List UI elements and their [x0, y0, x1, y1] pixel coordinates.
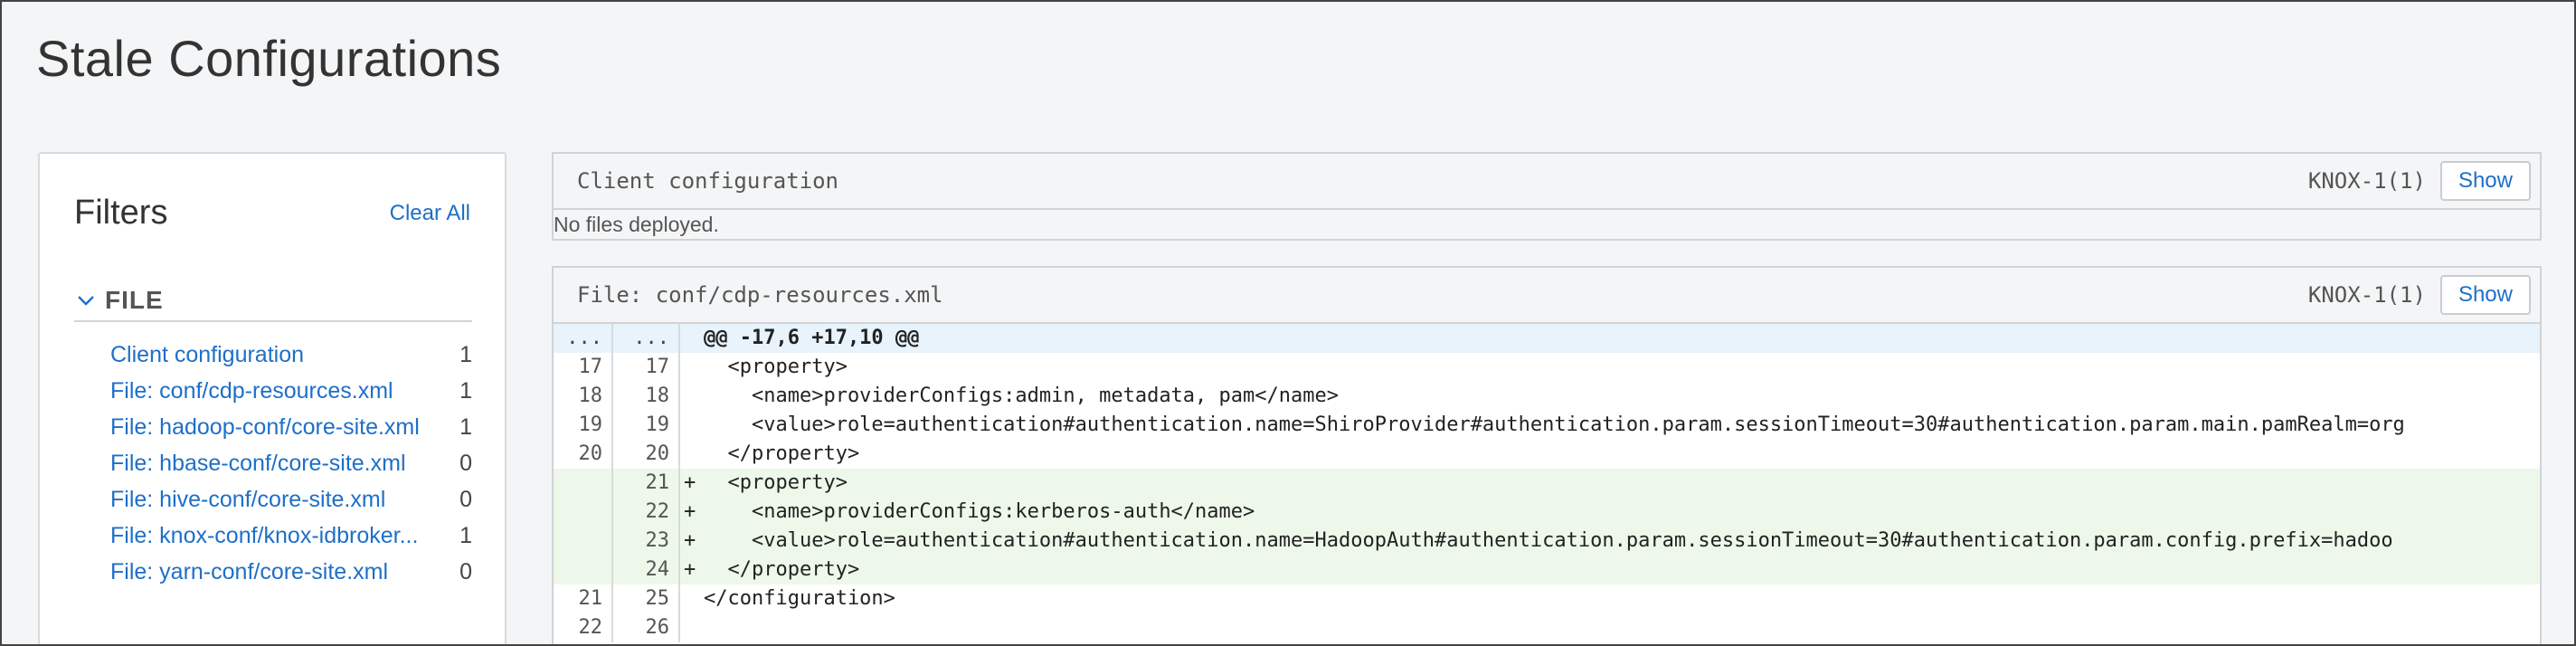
filter-item-hadoop-core-site: File: hadoop-conf/core-site.xml 1	[110, 409, 472, 445]
diff-context-line: 20 20 </property>	[554, 440, 2540, 469]
filter-item-client-configuration: Client configuration 1	[110, 337, 472, 373]
diff-marker	[680, 613, 704, 642]
section-title: Client configuration	[577, 168, 838, 194]
clear-all-link[interactable]: Clear All	[389, 201, 470, 225]
filter-link[interactable]: File: hbase-conf/core-site.xml	[110, 451, 406, 476]
new-line-number: 21	[611, 469, 680, 498]
filter-link[interactable]: File: hive-conf/core-site.xml	[110, 487, 386, 512]
diff-marker	[680, 584, 704, 613]
diff-marker	[680, 411, 704, 440]
diff-code: <name>providerConfigs:admin, metadata, p…	[704, 385, 1339, 407]
old-line-number	[554, 498, 611, 527]
filter-count: 0	[459, 487, 472, 512]
old-line-number: 18	[578, 385, 603, 407]
filter-count: 0	[459, 559, 472, 584]
show-button[interactable]: Show	[2439, 161, 2531, 201]
new-line-number: 22	[611, 498, 680, 527]
old-line-number: ...	[566, 327, 602, 349]
diff-code: </property>	[704, 558, 860, 581]
diff-added-line: 22+ <name>providerConfigs:kerberos-auth<…	[554, 498, 2540, 527]
file-group-label: FILE	[105, 286, 164, 314]
diff-code: </configuration>	[704, 587, 895, 610]
old-line-number: 21	[578, 587, 603, 610]
filter-link[interactable]: File: yarn-conf/core-site.xml	[110, 559, 389, 584]
file-filter-list: Client configuration 1 File: conf/cdp-re…	[74, 337, 472, 590]
filter-item-hive-core-site: File: hive-conf/core-site.xml 0	[110, 481, 472, 518]
old-line-number	[554, 527, 611, 556]
role-label: KNOX-1(1)	[2307, 168, 2426, 194]
diff-context-line: 17 17 <property>	[554, 353, 2540, 382]
file-group-toggle[interactable]: FILE	[74, 280, 472, 322]
chevron-down-icon	[78, 296, 94, 306]
diff-added-line: 24+ </property>	[554, 556, 2540, 584]
diff-code: <property>	[704, 356, 848, 378]
diff-marker: +	[684, 529, 696, 552]
filter-link[interactable]: File: hadoop-conf/core-site.xml	[110, 414, 420, 440]
filter-link[interactable]: Client configuration	[110, 342, 305, 367]
new-line-number: 17	[611, 353, 680, 382]
diff-context-line: 22 26	[554, 613, 2540, 642]
section-title: File: conf/cdp-resources.xml	[577, 282, 943, 308]
diff-code: <name>providerConfigs:kerberos-auth</nam…	[704, 500, 1255, 523]
diff-code: <property>	[704, 471, 848, 494]
no-files-message: No files deployed.	[554, 210, 2540, 239]
filter-item-hbase-core-site: File: hbase-conf/core-site.xml 0	[110, 445, 472, 481]
diff-code: </property>	[704, 442, 860, 465]
old-line-number: 20	[578, 442, 603, 465]
diff-marker	[680, 382, 704, 411]
diff-added-line: 23+ <value>role=authentication#authentic…	[554, 527, 2540, 556]
diff-code: <value>role=authentication#authenticatio…	[704, 413, 2405, 436]
filter-item-cdp-resources: File: conf/cdp-resources.xml 1	[110, 373, 472, 409]
diff-marker	[680, 353, 704, 382]
diff-added-line: 21+ <property>	[554, 469, 2540, 498]
filter-count: 1	[459, 378, 472, 404]
new-line-number: 26	[611, 613, 680, 642]
filter-item-yarn-core-site: File: yarn-conf/core-site.xml 0	[110, 554, 472, 590]
show-button[interactable]: Show	[2439, 275, 2531, 315]
diff-context-line: 18 18 <name>providerConfigs:admin, metada…	[554, 382, 2540, 411]
filter-count: 1	[459, 342, 472, 367]
old-line-number	[554, 469, 611, 498]
filter-count: 1	[459, 414, 472, 440]
new-line-number: 20	[611, 440, 680, 469]
client-configuration-section: Client configuration KNOX-1(1) Show No f…	[552, 152, 2542, 241]
section-header: Client configuration KNOX-1(1) Show	[554, 154, 2540, 210]
filter-count: 1	[459, 523, 472, 548]
filter-link[interactable]: File: knox-conf/knox-idbroker...	[110, 523, 419, 548]
filters-panel: Filters Clear All FILE Client configurat…	[38, 152, 507, 644]
new-line-number: ...	[611, 324, 680, 353]
new-line-number: 25	[611, 584, 680, 613]
diff-context-line: 19 19 <value>role=authentication#authenti…	[554, 411, 2540, 440]
filters-title: Filters	[74, 194, 168, 232]
filter-item-knox-idbroker: File: knox-conf/knox-idbroker... 1	[110, 518, 472, 554]
diff-context-line: 21 25 </configuration>	[554, 584, 2540, 613]
role-label: KNOX-1(1)	[2307, 282, 2426, 308]
section-header: File: conf/cdp-resources.xml KNOX-1(1) S…	[554, 268, 2540, 324]
old-line-number	[554, 556, 611, 584]
diff-marker	[680, 440, 704, 469]
file-filter-group: FILE Client configuration 1 File: conf/c…	[74, 280, 472, 590]
old-line-number: 17	[578, 356, 603, 378]
old-line-number: 19	[578, 413, 603, 436]
diff-marker: +	[684, 558, 696, 581]
new-line-number: 18	[611, 382, 680, 411]
diff-code: <value>role=authentication#authenticatio…	[704, 529, 2393, 552]
diff-hunk-header: ...... @@ -17,6 +17,10 @@	[554, 324, 2540, 353]
diff-marker: +	[684, 500, 696, 523]
filter-link[interactable]: File: conf/cdp-resources.xml	[110, 378, 393, 404]
new-line-number: 23	[611, 527, 680, 556]
cdp-resources-section: File: conf/cdp-resources.xml KNOX-1(1) S…	[552, 266, 2542, 644]
new-line-number: 24	[611, 556, 680, 584]
filter-count: 0	[459, 451, 472, 476]
page-title: Stale Configurations	[36, 30, 502, 87]
diff-marker: +	[684, 471, 696, 494]
new-line-number: 19	[611, 411, 680, 440]
diff-code	[704, 613, 2540, 642]
diff-code: @@ -17,6 +17,10 @@	[704, 327, 920, 349]
old-line-number: 22	[578, 616, 603, 639]
diff-marker	[680, 324, 704, 353]
